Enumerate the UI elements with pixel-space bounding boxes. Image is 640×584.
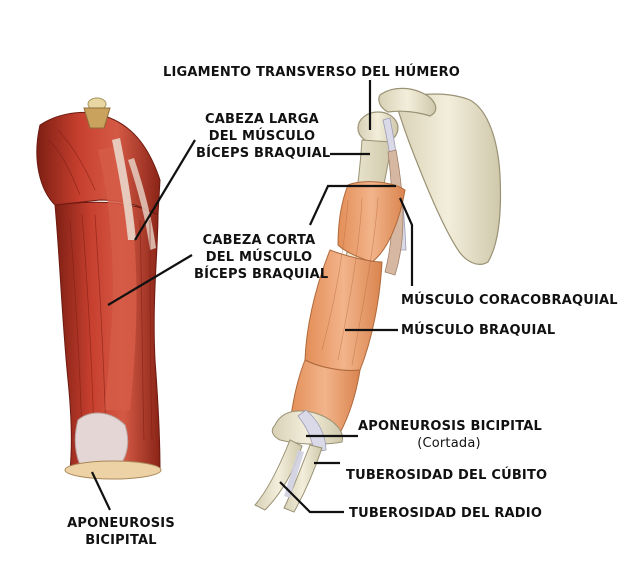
label-cabeza-corta-line1: CABEZA CORTA [202,233,316,248]
label-cabeza-larga-line2: DEL MÚSCULO [208,129,316,144]
label-cabeza-corta: CABEZA CORTA DEL MÚSCULO BÍCEPS BRAQUIAL [194,232,329,283]
label-aponeurosis-cortada-line1: APONEUROSIS BICIPITAL [358,419,542,434]
right-arm-figure [254,87,502,513]
label-aponeurosis-cortada: APONEUROSIS BICIPITAL (Cortada) [358,418,542,452]
left-arm-figure [36,97,162,480]
label-braquial: MÚSCULO BRAQUIAL [401,323,556,338]
label-cabeza-larga-line1: CABEZA LARGA [205,112,319,127]
label-cabeza-larga: CABEZA LARGA DEL MÚSCULO BÍCEPS BRAQUIAL [196,111,331,162]
leader-lines [91,80,414,514]
label-cabeza-corta-line3: BÍCEPS BRAQUIAL [194,267,329,282]
label-ligamento-transverso: LIGAMENTO TRANSVERSO DEL HÚMERO [163,65,461,80]
label-aponeurosis-cortada-line2: (Cortada) [417,436,481,451]
label-cabeza-corta-line2: DEL MÚSCULO [205,250,313,265]
label-aponeurosis-bicipital-line2: BICIPITAL [85,533,157,548]
label-tuberosidad-cubito: TUBEROSIDAD DEL CÚBITO [346,468,548,483]
label-tuberosidad-radio: TUBEROSIDAD DEL RADIO [349,506,543,521]
label-cabeza-larga-line3: BÍCEPS BRAQUIAL [196,146,331,161]
label-coracobraquial: MÚSCULO CORACOBRAQUIAL [401,293,618,308]
label-aponeurosis-bicipital: APONEUROSIS BICIPITAL [66,515,176,549]
label-aponeurosis-bicipital-line1: APONEUROSIS [67,516,175,531]
